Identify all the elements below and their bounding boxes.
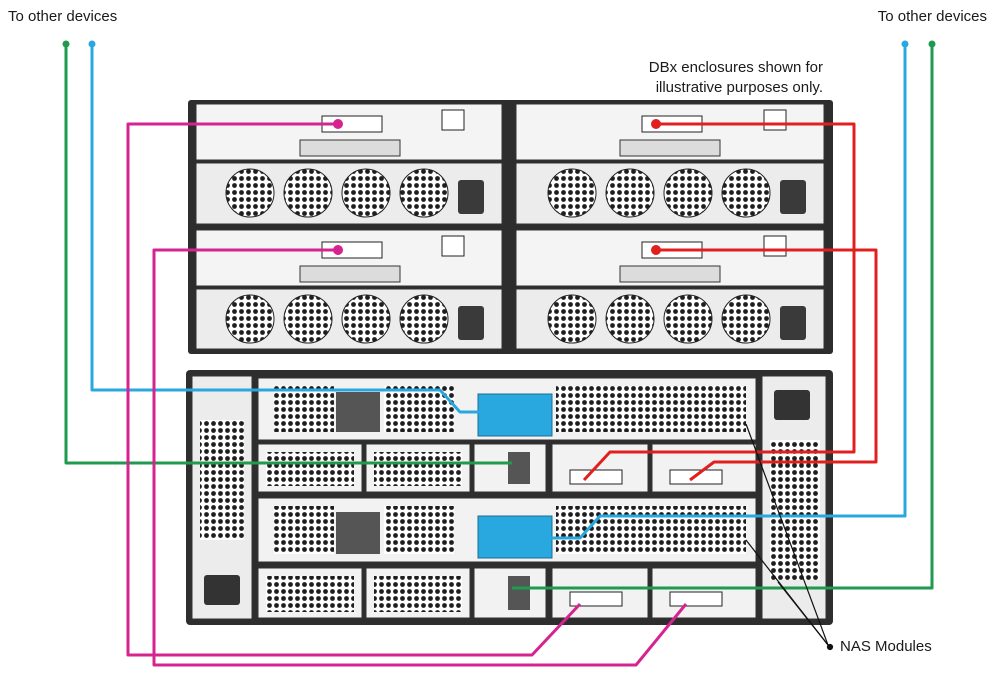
vent-grille (556, 506, 746, 554)
dbx-handle (619, 139, 721, 157)
cable-magenta-upper (126, 122, 582, 657)
fan-grille (547, 168, 597, 218)
fan-grille (399, 168, 449, 218)
fan-grille (341, 168, 391, 218)
fan-grille (341, 294, 391, 344)
vent-grille (374, 452, 462, 486)
sas-port (569, 591, 623, 607)
fc-ports (336, 392, 380, 432)
fan-grille (547, 294, 597, 344)
cable-magenta-lower (152, 248, 688, 667)
note-line-1: DBx enclosures shown for (648, 59, 823, 76)
dbx-enclosure-stack (188, 100, 833, 354)
fan-grille (605, 294, 655, 344)
cables (64, 44, 934, 667)
dbx-ethernet-port (441, 109, 465, 131)
vent-grille (274, 386, 334, 432)
power-inlet (780, 306, 806, 340)
red-lower-plug (651, 245, 661, 255)
dbx-handle (619, 265, 721, 283)
sas-port (569, 469, 623, 485)
dbx-ethernet-port (763, 109, 787, 131)
fan-grille (605, 168, 655, 218)
note-line-2: illustrative purposes only. (655, 79, 823, 96)
right-power-inlet (774, 390, 810, 420)
dbx-ethernet-port (441, 235, 465, 257)
dbx-enclosure-lower (195, 229, 825, 350)
nas-chassis (186, 370, 833, 625)
left-power-inlet (204, 575, 240, 605)
cable-green-right (512, 44, 934, 590)
nas-leader-lines (745, 423, 834, 651)
leader-line (745, 423, 829, 646)
fan-grille (721, 168, 771, 218)
vent-grille (266, 452, 354, 486)
fan-grille (721, 294, 771, 344)
illustration-note: DBx enclosures shown for illustrative pu… (649, 58, 823, 98)
fan-grille (225, 168, 275, 218)
vent-grille (374, 576, 462, 612)
nas-modules-label: NAS Modules (840, 638, 932, 655)
network-ports-upper (477, 393, 553, 437)
fan-grille (663, 168, 713, 218)
fan-grille (225, 294, 275, 344)
green-right-endpoint (928, 40, 936, 48)
cable-red-upper (582, 122, 856, 482)
leader-dot (826, 643, 834, 651)
dbx-handle (299, 265, 401, 283)
cable-endpoints (62, 40, 936, 255)
dbx-handle (299, 139, 401, 157)
mgmt-ports (508, 576, 530, 610)
fan-grille (283, 168, 333, 218)
power-inlet (458, 180, 484, 214)
red-upper-plug (651, 119, 661, 129)
green-left-endpoint (62, 40, 70, 48)
magenta-upper-plug (333, 119, 343, 129)
power-inlet (780, 180, 806, 214)
left-psu-grille (200, 420, 244, 540)
blue-left-endpoint (88, 40, 96, 48)
vent-grille (266, 576, 354, 612)
vent-grille (384, 506, 454, 554)
vent-grille (274, 506, 334, 554)
dbx-enclosure-upper (195, 103, 825, 225)
left-devices-label: To other devices (8, 8, 118, 25)
cable-blue-right (520, 44, 907, 540)
blue-right-endpoint (901, 40, 909, 48)
sas-port (669, 591, 723, 607)
right-devices-label: To other devices (877, 8, 987, 25)
fc-ports (336, 512, 380, 554)
vent-grille (556, 386, 746, 432)
mgmt-ports (508, 452, 530, 484)
leader-line (777, 581, 829, 646)
fan-grille (283, 294, 333, 344)
cable-blue-left (90, 44, 520, 414)
dbx-ethernet-port (763, 235, 787, 257)
magenta-lower-plug (333, 245, 343, 255)
cable-green-left (64, 44, 512, 465)
fan-grille (663, 294, 713, 344)
power-inlet (458, 306, 484, 340)
cable-red-lower (656, 248, 878, 482)
fan-grille (399, 294, 449, 344)
